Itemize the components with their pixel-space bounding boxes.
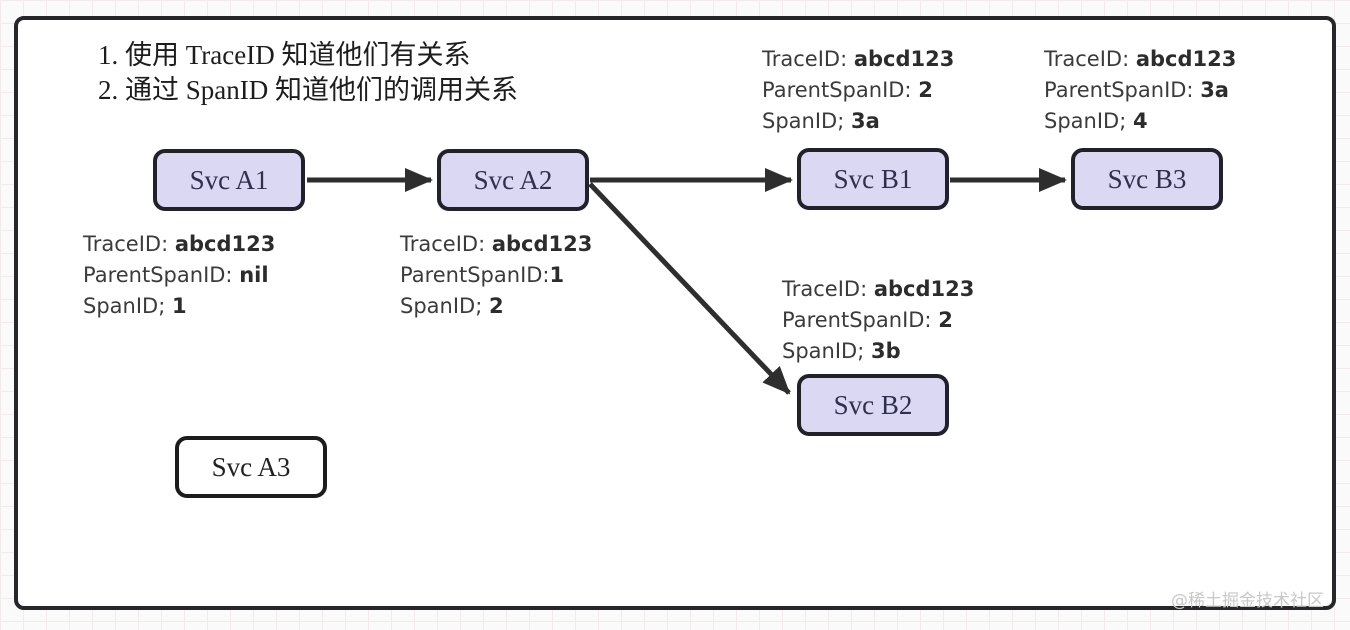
trace-id-line: TraceID: abcd123: [762, 44, 954, 75]
node-svc-b1-label: Svc B1: [833, 163, 913, 194]
trace-id-key: TraceID:: [400, 232, 492, 256]
span-id-key: SpanID;: [1044, 109, 1133, 133]
span-info-svc-a1: TraceID: abcd123 ParentSpanID: nil SpanI…: [83, 229, 275, 322]
parent-span-id-key: ParentSpanID:: [400, 263, 550, 287]
span-info-svc-a2: TraceID: abcd123 ParentSpanID:1 SpanID; …: [400, 229, 592, 322]
span-id-line: SpanID; 2: [400, 291, 592, 322]
span-id-value: 3b: [870, 339, 901, 363]
span-id-value: 1: [171, 294, 187, 318]
parent-span-id-line: ParentSpanID: nil: [83, 260, 275, 291]
span-id-key: SpanID;: [400, 294, 489, 318]
note-line-2: 2. 通过 SpanID 知道他们的调用关系: [98, 75, 518, 105]
span-id-line: SpanID; 4: [1044, 106, 1236, 137]
parent-span-id-value: 3a: [1200, 78, 1229, 102]
parent-span-id-value: 1: [549, 263, 565, 287]
span-info-svc-b2: TraceID: abcd123 ParentSpanID: 2 SpanID;…: [782, 274, 974, 367]
trace-id-line: TraceID: abcd123: [1044, 44, 1236, 75]
span-id-value: 3a: [850, 109, 880, 133]
trace-id-value: abcd123: [1135, 47, 1237, 71]
node-svc-a3: Svc A3: [175, 436, 327, 498]
span-id-value: 2: [488, 294, 504, 318]
trace-id-value: abcd123: [491, 232, 593, 256]
trace-id-key: TraceID:: [782, 277, 874, 301]
trace-id-value: abcd123: [853, 47, 955, 71]
node-svc-b1: Svc B1: [797, 148, 949, 210]
parent-span-id-value: 2: [918, 78, 933, 102]
parent-span-id-key: ParentSpanID:: [762, 78, 919, 102]
trace-id-line: TraceID: abcd123: [83, 229, 275, 260]
parent-span-id-key: ParentSpanID:: [782, 308, 939, 332]
span-id-line: SpanID; 1: [83, 291, 275, 322]
trace-id-value: abcd123: [873, 277, 975, 301]
trace-id-line: TraceID: abcd123: [782, 274, 974, 305]
parent-span-id-line: ParentSpanID:1: [400, 260, 592, 291]
parent-span-id-line: ParentSpanID: 3a: [1044, 75, 1236, 106]
parent-span-id-key: ParentSpanID:: [1044, 78, 1201, 102]
trace-id-key: TraceID:: [762, 47, 854, 71]
parent-span-id-line: ParentSpanID: 2: [762, 75, 954, 106]
parent-span-id-value: nil: [239, 263, 269, 287]
parent-span-id-value: 2: [938, 308, 953, 332]
parent-span-id-key: ParentSpanID:: [83, 263, 240, 287]
span-id-key: SpanID;: [782, 339, 871, 363]
node-svc-b2-label: Svc B2: [833, 389, 913, 420]
trace-id-key: TraceID:: [83, 232, 175, 256]
trace-id-value: abcd123: [174, 232, 276, 256]
node-svc-a1: Svc A1: [153, 149, 305, 211]
node-svc-a1-label: Svc A1: [189, 164, 269, 195]
note-line-1: 1. 使用 TraceID 知道他们有关系: [98, 40, 471, 70]
watermark: @稀土掘金技术社区: [1171, 591, 1324, 611]
span-id-key: SpanID;: [762, 109, 851, 133]
span-id-value: 4: [1132, 109, 1148, 133]
parent-span-id-line: ParentSpanID: 2: [782, 305, 974, 336]
trace-id-key: TraceID:: [1044, 47, 1136, 71]
span-id-key: SpanID;: [83, 294, 172, 318]
node-svc-a2-label: Svc A2: [473, 164, 553, 195]
node-svc-a2: Svc A2: [437, 149, 589, 211]
trace-id-line: TraceID: abcd123: [400, 229, 592, 260]
span-id-line: SpanID; 3b: [782, 336, 974, 367]
span-info-svc-b3: TraceID: abcd123 ParentSpanID: 3a SpanID…: [1044, 44, 1236, 137]
node-svc-b3: Svc B3: [1071, 148, 1223, 210]
node-svc-a3-label: Svc A3: [211, 451, 291, 482]
span-id-line: SpanID; 3a: [762, 106, 954, 137]
node-svc-b3-label: Svc B3: [1107, 163, 1187, 194]
note-text: 1. 使用 TraceID 知道他们有关系 2. 通过 SpanID 知道他们的…: [98, 38, 518, 108]
node-svc-b2: Svc B2: [797, 374, 949, 436]
span-info-svc-b1: TraceID: abcd123 ParentSpanID: 2 SpanID;…: [762, 44, 954, 137]
